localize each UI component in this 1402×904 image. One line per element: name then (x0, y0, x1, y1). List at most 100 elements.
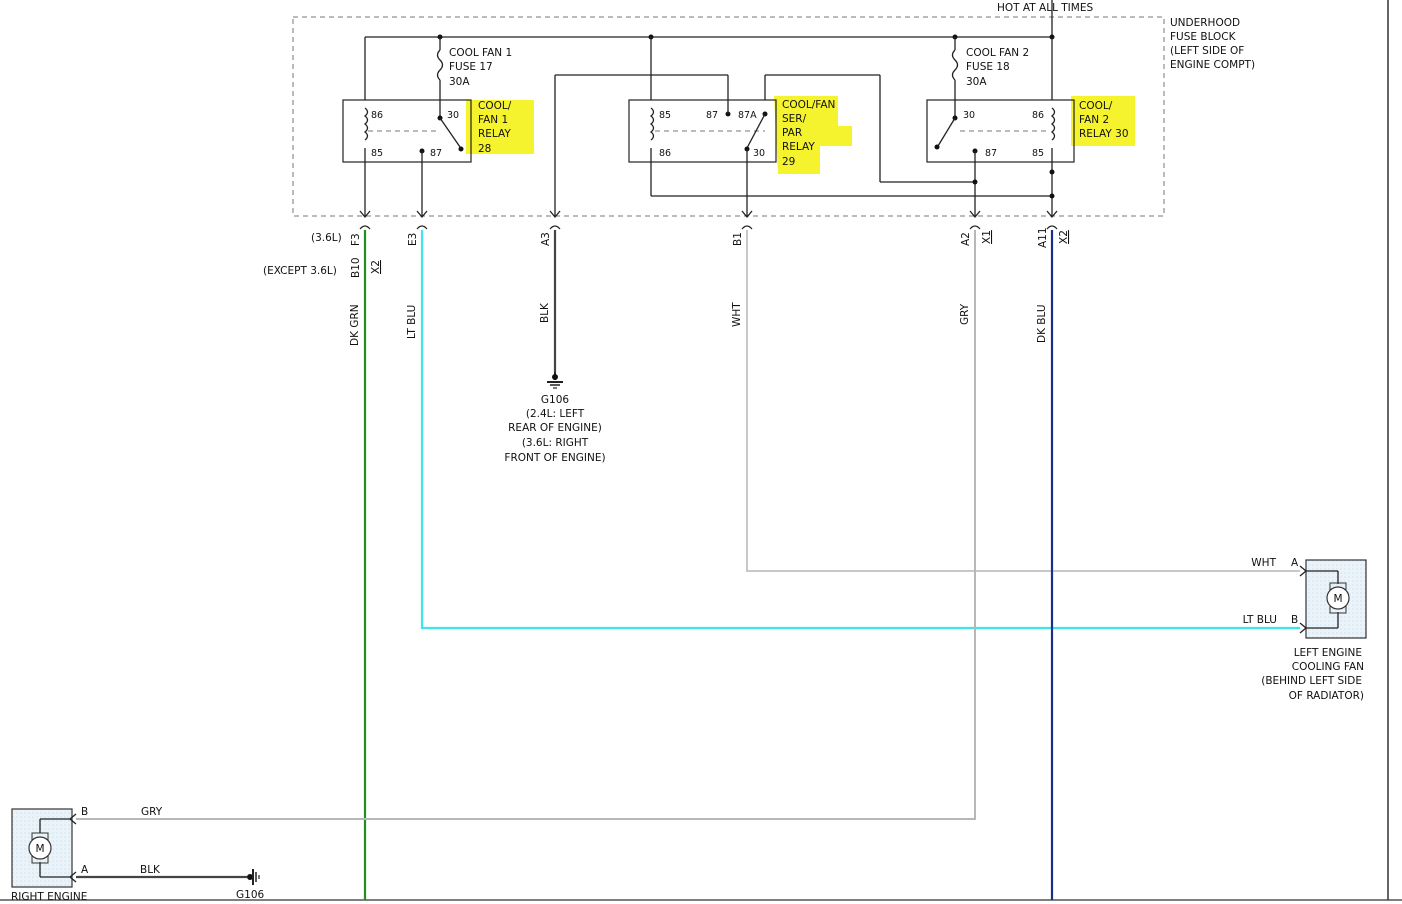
relay-coil (1050, 107, 1056, 141)
fan-wire-label: LT BLU (1243, 614, 1277, 626)
ground-g106: G106 (2.4L: LEFT REAR OF ENGINE) (3.6L: … (504, 372, 606, 464)
fuse-block-title-line: ENGINE COMPT) (1170, 59, 1255, 71)
fuse-2-label: FUSE 18 (966, 61, 1010, 73)
relay-label: PAR (782, 127, 802, 139)
relay-coil (649, 107, 655, 141)
underhood-fuse-block: HOT AT ALL TIMES UNDERHOOD FUSE BLOCK (L… (292, 0, 1255, 217)
connector-pin: F3 (350, 233, 362, 246)
connector-id: X2 (370, 260, 382, 274)
relay-switch (746, 113, 766, 149)
ground-location: FRONT OF ENGINE) (504, 452, 605, 464)
relay-label: SER/ (782, 113, 807, 125)
fan-label: OF RADIATOR) (1289, 690, 1364, 702)
fuse-1-label: 30A (449, 76, 470, 88)
connector-labels: (3.6L) F3 (EXCEPT 3.6L) B10 X2 E3 A3 B1 … (263, 227, 1070, 278)
wire-labels: DK GRN LT BLU BLK WHT GRY DK BLU (348, 298, 1049, 348)
relay-label: RELAY 30 (1079, 128, 1129, 140)
wire-color-label: DK GRN (349, 304, 361, 346)
wire-color-label: WHT (731, 302, 743, 327)
wires (76, 230, 1300, 900)
fan-wire-label: BLK (140, 864, 161, 876)
relay-pin: 87 (985, 148, 997, 159)
fan-pin-label: A (81, 864, 89, 876)
relay-pin: 87A (738, 110, 757, 121)
relay-label: FAN 2 (1079, 114, 1109, 126)
ground-location: (2.4L: LEFT (526, 408, 585, 420)
fuse-block-title-line: FUSE BLOCK (1170, 31, 1237, 43)
ground-location: (3.6L: RIGHT (522, 437, 589, 449)
relay-label: RELAY (782, 141, 815, 153)
motor-icon (1326, 586, 1350, 610)
relay-label: RELAY (478, 128, 511, 140)
fuse-1-label: FUSE 17 (449, 61, 493, 73)
cool-fan-1-relay: 86 30 85 87 COOL/ FAN 1 RELAY 28 (342, 37, 534, 163)
connector-id: X1 (981, 230, 993, 244)
relay-label: 28 (478, 143, 491, 155)
relay-pin: 86 (1032, 110, 1044, 121)
fuse-18: COOL FAN 2 FUSE 18 30A (951, 37, 1029, 100)
relay-label: 29 (782, 156, 795, 168)
wire-color-label: GRY (959, 303, 971, 325)
wire-color-label: BLK (539, 302, 551, 323)
relay-pin: 85 (1032, 148, 1044, 159)
cool-fan-2-relay: 30 86 87 85 COOL/ FAN 2 RELAY 30 (651, 37, 1135, 216)
relay-pin: 85 (659, 110, 671, 121)
relay-pin: 30 (447, 110, 459, 121)
motor-symbol: M (35, 843, 44, 855)
connector-pin: E3 (407, 233, 419, 246)
fan-label: LEFT ENGINE (1294, 647, 1362, 659)
motor-symbol: M (1333, 593, 1342, 605)
left-engine-cooling-fan: M WHT A LT BLU B LEFT ENGINE COOLING FAN… (1243, 557, 1367, 702)
fuse-2-label: 30A (966, 76, 987, 88)
fan-label: COOLING FAN (1292, 661, 1364, 673)
connector-id: X2 (1058, 230, 1070, 244)
connector-note: (3.6L) (311, 232, 342, 244)
relay-pin: 30 (753, 148, 765, 159)
relay-label: COOL/ (1079, 100, 1113, 112)
connector-pin: B1 (732, 232, 744, 246)
fuse-2-label: COOL FAN 2 (966, 47, 1029, 59)
fuse-block-title-line: UNDERHOOD (1170, 17, 1240, 29)
relay-28-box (342, 99, 472, 163)
relay-highlight (774, 96, 852, 174)
fan-label: (BEHIND LEFT SIDE (1261, 675, 1362, 687)
relay-pin: 87 (706, 110, 718, 121)
right-engine-cooling-fan: M B GRY A BLK G106 RIGHT ENGINE (11, 806, 264, 903)
fuse-1-label: COOL FAN 1 (449, 47, 512, 59)
relay-label: COOL/FAN (782, 99, 835, 111)
relay-coil (363, 107, 369, 141)
relay-pin: 86 (371, 110, 383, 121)
relay-label: COOL/ (478, 100, 512, 112)
connector-pin: A3 (540, 232, 552, 246)
relay-pin: 85 (371, 148, 383, 159)
fuse-block-title: UNDERHOOD FUSE BLOCK (LEFT SIDE OF ENGIN… (1170, 17, 1255, 71)
fan-wire-label: WHT (1251, 557, 1276, 569)
motor-icon (28, 836, 52, 860)
relay-pin: 30 (963, 110, 975, 121)
relay-highlight (466, 100, 534, 154)
connector-pin: B10 (350, 257, 362, 278)
cool-fan-ser-par-relay: 85 87 87A 86 30 COOL/FAN SER/ PAR RELAY … (554, 37, 880, 216)
fan-wire-label: GRY (141, 806, 163, 818)
fan-pin-label: A (1291, 557, 1299, 569)
relay-pin: 86 (659, 148, 671, 159)
connector-note: (EXCEPT 3.6L) (263, 265, 337, 277)
fuse-block-terminals (359, 210, 1058, 230)
fan-pin-label: B (81, 806, 88, 818)
relay-label: FAN 1 (478, 114, 508, 126)
fan-pin-label: B (1291, 614, 1298, 626)
wire-color-label: DK BLU (1036, 304, 1048, 343)
lt-blu-wire (420, 230, 1300, 630)
ground-location: REAR OF ENGINE) (508, 422, 602, 434)
fuse-block-outline (292, 16, 1165, 217)
connector-pin: A2 (960, 232, 972, 246)
fuse-17: COOL FAN 1 FUSE 17 30A (436, 37, 512, 100)
connector-pin: A11 (1037, 227, 1049, 248)
relay-30-box (926, 99, 1075, 163)
relay-highlight (1071, 96, 1135, 146)
ground-name: G106 (236, 889, 264, 901)
relay-pin: 87 (430, 148, 442, 159)
fan-label: RIGHT ENGINE (11, 891, 87, 903)
wire-color-label: LT BLU (406, 305, 418, 339)
